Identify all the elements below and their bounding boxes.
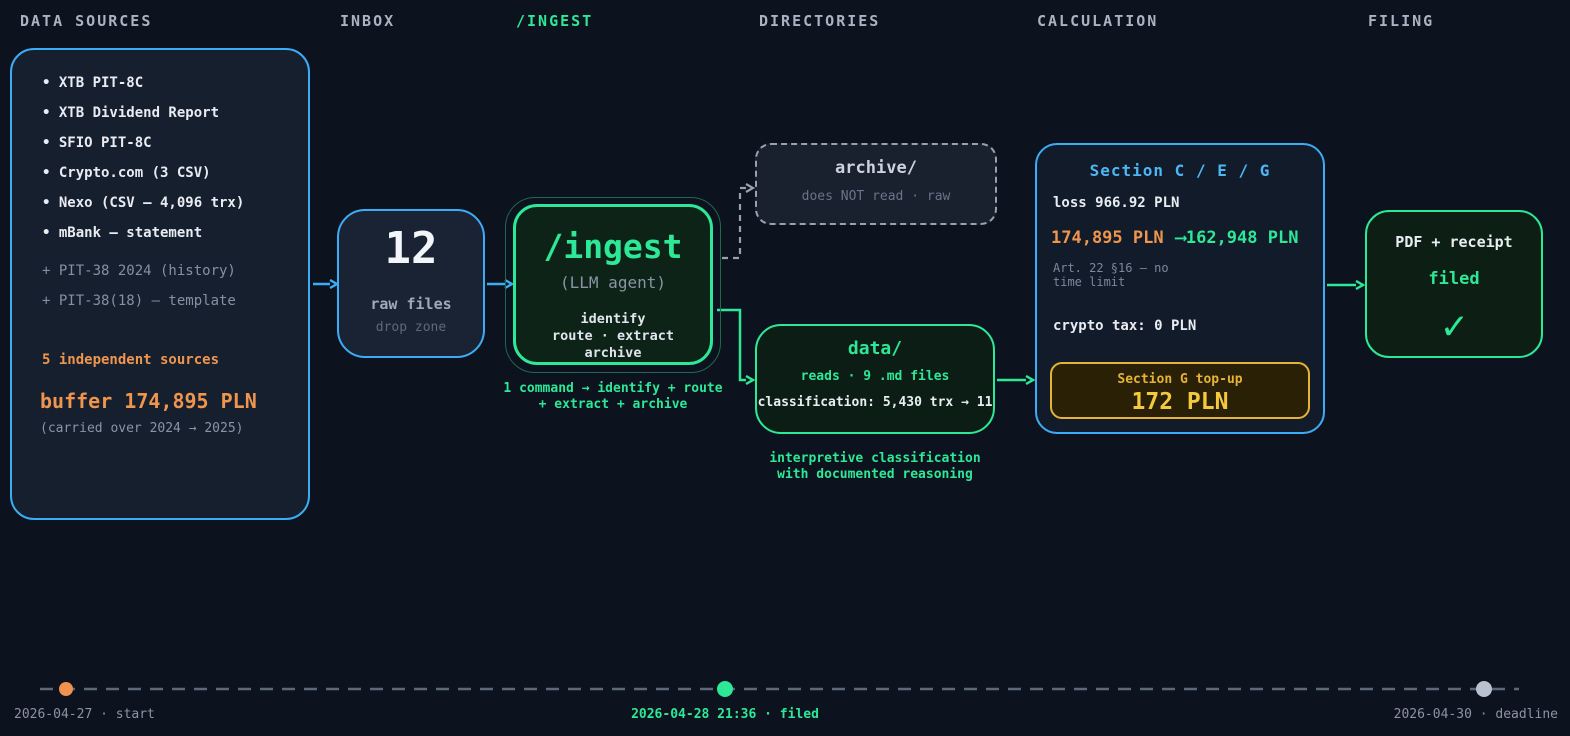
timeline-dot-deadline — [1476, 681, 1492, 697]
archive-title: archive/ — [835, 158, 917, 178]
ingest-node-outline — [505, 197, 721, 373]
source-item: XTB PIT-8C — [42, 68, 143, 98]
archive-directory-node: archive/ does NOT read · raw — [755, 143, 997, 225]
ingest-step: archive — [584, 345, 642, 361]
filing-output: PDF + receipt — [1395, 233, 1513, 251]
column-header-calculation: CALCULATION — [1037, 12, 1159, 30]
ingest-step: identify — [580, 311, 646, 327]
raw-file-count: 12 — [384, 223, 438, 274]
data-caption-line2: with documented reasoning — [777, 467, 973, 482]
legal-note-line2: time limit — [1053, 275, 1126, 289]
inbox-drop-zone: 12 raw files drop zone — [337, 209, 485, 358]
column-header-inbox: INBOX — [340, 12, 396, 30]
ingest-caption-line1: 1 command → identify + route — [503, 381, 723, 396]
source-item: Crypto.com (3 CSV) — [42, 158, 211, 188]
legal-note-line1: Art. 22 §16 — no — [1053, 261, 1169, 275]
filing-node: PDF + receipt filed ✓ — [1365, 210, 1543, 358]
data-directory-node: data/ reads · 9 .md files classification… — [755, 324, 995, 434]
right-arrow-icon: ⟶ — [1175, 228, 1186, 248]
source-extra-item: + PIT-38 2024 (history) — [42, 263, 236, 279]
sources-summary: 5 independent sources — [42, 352, 220, 368]
data-sources-panel: XTB PIT-8C XTB Dividend Report SFIO PIT-… — [10, 48, 310, 520]
section-g-topup-badge: Section G top-up 172 PLN — [1050, 362, 1310, 419]
carried-over-note: (carried over 2024 → 2025) — [40, 421, 244, 436]
timeline-label-start: 2026-04-27 · start — [14, 707, 155, 722]
checkmark-icon: ✓ — [1441, 303, 1467, 349]
source-item: XTB Dividend Report — [42, 98, 219, 128]
source-extra-item: + PIT-38(18) — template — [42, 293, 236, 309]
inbox-sublabel: drop zone — [375, 320, 447, 335]
inbox-label: raw files — [370, 295, 452, 313]
column-header-directories: DIRECTORIES — [759, 12, 881, 30]
timeline-label-filed: 2026-04-28 21:36 · filed — [631, 707, 819, 722]
buffer-reduction-row: 174,895 PLN ⟶162,948 PLN — [1051, 228, 1298, 248]
column-header-data-sources: DATA SOURCES — [20, 12, 153, 30]
buffer-amount: buffer 174,895 PLN — [40, 389, 257, 413]
ingest-title: /ingest — [543, 227, 683, 266]
topup-label: Section G top-up — [1117, 372, 1243, 387]
calculation-panel: Section C / E / G loss 966.92 PLN 174,89… — [1035, 143, 1325, 434]
calculation-title: Section C / E / G — [1089, 161, 1271, 180]
crypto-tax-value: crypto tax: 0 PLN — [1053, 318, 1197, 334]
ingest-node: /ingest (LLM agent) identify route · ext… — [513, 204, 713, 365]
amount-after: 162,948 PLN — [1185, 228, 1299, 248]
source-item: mBank — statement — [42, 218, 202, 248]
data-dir-classification: classification: 5,430 trx → 11 — [757, 395, 993, 410]
source-item: Nexo (CSV — 4,096 trx) — [42, 188, 244, 218]
ingest-subtitle: (LLM agent) — [560, 273, 666, 292]
ingest-step: route · extract — [552, 328, 674, 344]
ingest-caption-line2: + extract + archive — [538, 397, 688, 412]
connector-ingest-archive-dashed — [722, 188, 746, 260]
filing-status: filed — [1428, 269, 1480, 289]
timeline-dot-filed — [717, 681, 733, 697]
data-dir-title: data/ — [847, 338, 903, 359]
archive-subtitle: does NOT read · raw — [801, 189, 951, 204]
source-item: SFIO PIT-8C — [42, 128, 152, 158]
connector-ingest-data — [717, 308, 746, 380]
data-dir-reads: reads · 9 .md files — [800, 369, 950, 384]
column-header-ingest: /INGEST — [516, 12, 594, 30]
loss-value: loss 966.92 PLN — [1053, 195, 1180, 211]
timeline-dot-start — [59, 682, 73, 696]
amount-before: 174,895 PLN — [1051, 228, 1164, 248]
timeline-label-deadline: 2026-04-30 · deadline — [1393, 707, 1558, 722]
data-caption-line1: interpretive classification — [769, 451, 981, 466]
column-header-filing: FILING — [1368, 12, 1435, 30]
topup-value: 172 PLN — [1131, 389, 1229, 415]
